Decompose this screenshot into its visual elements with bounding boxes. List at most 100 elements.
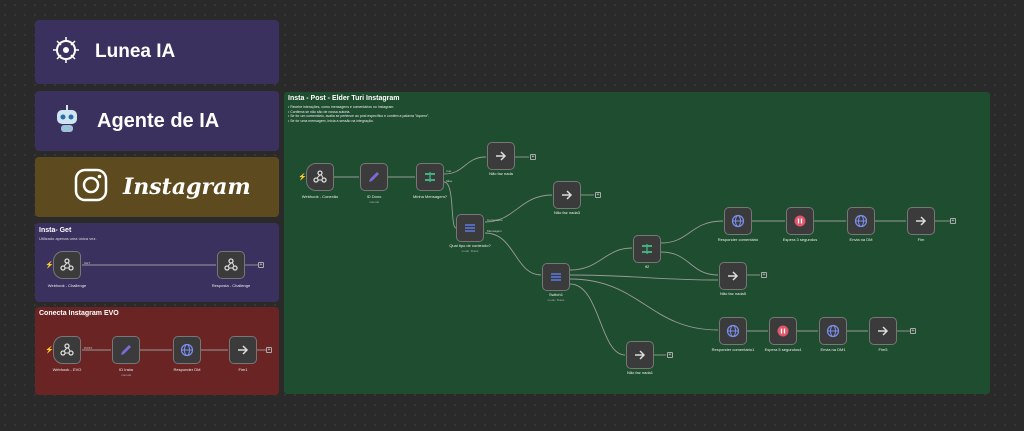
label-webhook-evo: Webhook - EVO <box>52 367 82 372</box>
webhook-icon <box>313 170 327 183</box>
robot-icon <box>53 104 81 139</box>
add-node-button[interactable]: + <box>258 262 264 268</box>
label-id-dono: ID Dono <box>366 194 382 199</box>
node-fim[interactable] <box>907 207 935 235</box>
webhook-icon <box>224 258 238 271</box>
node-responder-dm[interactable] <box>173 336 201 364</box>
instagram-title: Instagram <box>123 174 251 200</box>
add-node-button[interactable]: + <box>910 328 916 334</box>
arrow-right-icon <box>878 326 889 336</box>
trigger-bolt-icon: ⚡ <box>45 347 54 354</box>
node-responder-comentario[interactable] <box>724 207 752 235</box>
edge-label-false: false <box>446 179 453 183</box>
label-if2: If2 <box>644 264 650 269</box>
node-minha-mensagem[interactable] <box>416 163 444 191</box>
add-node-button[interactable]: + <box>761 272 767 278</box>
node-id-insta[interactable] <box>112 336 140 364</box>
add-node-button[interactable]: + <box>950 218 956 224</box>
sublabel-qual-tipo: mode: Rules <box>461 249 479 253</box>
node-nao-faz-nada[interactable] <box>487 142 515 170</box>
arrow-right-icon <box>238 345 249 355</box>
switch-icon <box>425 172 435 182</box>
add-node-button[interactable]: + <box>667 352 673 358</box>
node-nao-faz-nada1[interactable] <box>626 341 654 369</box>
label-nao-faz-nada5: Não faz nada5 <box>719 291 747 296</box>
agente-tile: Agente de IA <box>35 91 279 151</box>
agente-title: Agente de IA <box>97 109 220 132</box>
node-webhook-challenge[interactable] <box>53 251 81 279</box>
node-switch1[interactable] <box>542 263 570 291</box>
label-responder-comentario1: Responder comentário1 <box>711 347 755 352</box>
switch-icon <box>551 273 561 281</box>
switch-icon <box>642 244 652 254</box>
node-nao-faz-nada5[interactable] <box>719 262 747 290</box>
add-node-button[interactable]: + <box>530 154 536 160</box>
lunea-tile: Lunea IA <box>35 20 279 84</box>
globe-icon <box>731 214 745 228</box>
insta-get-subtitle: Utilizado apenas uma única vez. <box>39 236 97 241</box>
sublabel-id-dono: manual <box>369 200 379 204</box>
node-fim1[interactable] <box>229 336 257 364</box>
trigger-bolt-icon: ⚡ <box>45 262 54 269</box>
bullet-2: • Confirma se não são de nossa autoria. <box>288 109 351 114</box>
node-resposta-challenge[interactable] <box>217 251 245 279</box>
pause-icon <box>794 215 806 227</box>
webhook-icon <box>60 258 74 271</box>
bullet-1: • Recebe interações, como mensagens e co… <box>288 105 395 109</box>
label-qual-tipo: Qual tipo de conteúdo? <box>449 243 491 248</box>
node-if2[interactable] <box>633 235 661 263</box>
brain-circuit-icon <box>51 35 81 70</box>
label-envia-dm: Envia na DM <box>849 237 873 242</box>
edge-label-message: Mensagem <box>487 229 502 233</box>
add-node-button[interactable]: + <box>266 347 272 353</box>
arrow-right-icon <box>635 350 646 360</box>
edge-label-true: true <box>446 169 452 173</box>
label-fim1: Fim1 <box>238 367 248 372</box>
node-espera-5[interactable] <box>769 317 797 345</box>
label-nao-faz-nada: Não faz nada <box>489 171 513 176</box>
trigger-bolt-icon: ⚡ <box>298 174 307 181</box>
globe-icon <box>180 343 194 357</box>
label-responder-comentario: Responder comentário <box>717 237 759 242</box>
node-envia-dm1[interactable] <box>819 317 847 345</box>
label-envia-dm1: Envia na DM1 <box>820 347 846 352</box>
label-webhook-challenge: Webhook - Challenge <box>47 283 87 288</box>
node-qual-tipo[interactable] <box>456 214 484 242</box>
label-nao-faz-nada3: Não faz nada3 <box>553 210 581 215</box>
node-id-dono[interactable] <box>360 163 388 191</box>
add-node-button[interactable]: + <box>595 192 601 198</box>
bullet-4: • Se for uma mensagem, inicia a sessão n… <box>288 118 374 123</box>
sublabel-id-insta: manual <box>121 373 131 377</box>
node-espera-3[interactable] <box>786 207 814 235</box>
node-fim5[interactable] <box>869 317 897 345</box>
label-fim: Fim <box>917 237 925 242</box>
pencil-icon <box>121 345 131 355</box>
label-responder-dm: Responder DM <box>173 367 201 372</box>
node-nao-faz-nada3[interactable] <box>553 181 581 209</box>
edge-label-post: POST <box>84 346 93 350</box>
main-note-bullets: • Recebe interações, como mensagens e co… <box>288 105 429 123</box>
label-nao-faz-nada1: Não faz nada1 <box>626 370 654 375</box>
label-espera-5: Espera 5 segundos4 <box>764 347 802 352</box>
node-envia-dm[interactable] <box>847 207 875 235</box>
pause-icon <box>777 325 789 337</box>
pencil-icon <box>369 172 379 182</box>
switch-icon <box>465 224 475 232</box>
arrow-right-icon <box>562 190 573 200</box>
sublabel-switch1: mode: Rules <box>547 298 565 302</box>
node-responder-comentario1[interactable] <box>719 317 747 345</box>
arrow-right-icon <box>916 216 927 226</box>
node-webhook-conexao[interactable] <box>306 163 334 191</box>
arrow-right-icon <box>496 151 507 161</box>
lunea-title: Lunea IA <box>95 41 176 62</box>
instagram-tile: Instagram <box>35 157 279 217</box>
node-webhook-evo[interactable] <box>53 336 81 364</box>
label-webhook-conexao: Webhook - Conexão <box>301 194 339 199</box>
globe-icon <box>826 324 840 338</box>
label-id-insta: ID Insta <box>119 367 133 372</box>
label-minha-mensagem: Minha Mensagem? <box>412 194 448 199</box>
label-resposta-challenge: Resposta - Challenge <box>211 283 251 288</box>
bullet-3: • Se for um comentário, avalia se perten… <box>288 114 430 119</box>
globe-icon <box>726 324 740 338</box>
